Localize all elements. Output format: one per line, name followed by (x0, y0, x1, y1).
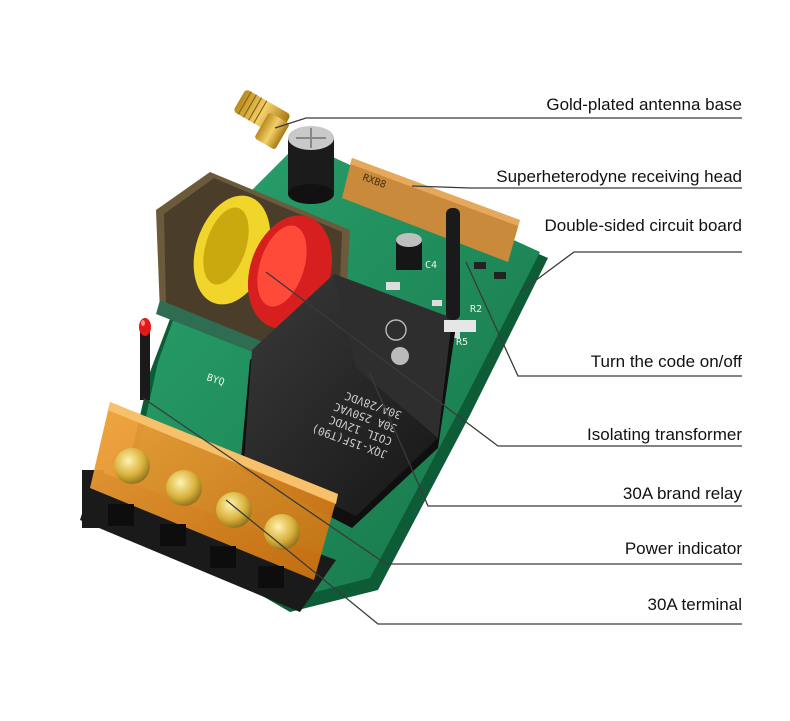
terminal-screw (216, 492, 252, 528)
leader-board (519, 251, 742, 293)
leader-transformer (265, 271, 742, 447)
label-indicator: Power indicator (625, 539, 743, 558)
label-terminal: 30A terminal (648, 595, 743, 614)
leader-terminal (225, 499, 742, 625)
board-mark: BYQ (205, 372, 226, 388)
res-mark-r2: R2 (470, 304, 482, 315)
terminal-slot (160, 524, 186, 546)
receiver-module: RXB8 (342, 158, 520, 262)
relay: JQX-15F(T90) COIL 12VDC 30A 250VAC 30A/2… (240, 274, 456, 528)
label-board: Double-sided circuit board (545, 216, 743, 235)
label-antenna: Gold-plated antenna base (546, 95, 742, 114)
leader-indicator (142, 397, 742, 565)
smd-part (494, 272, 506, 279)
relay-cert-icon (391, 347, 409, 365)
label-code: Turn the code on/off (591, 352, 742, 371)
callout-labels: Gold-plated antenna base Superheterodyne… (496, 95, 742, 614)
capacitor-large (288, 126, 334, 204)
leader-lines (142, 117, 742, 625)
label-transformer: Isolating transformer (587, 425, 742, 444)
leader-receiver (411, 185, 742, 189)
antenna-base (234, 90, 290, 149)
capacitor-small (396, 233, 422, 270)
terminal-slot (108, 504, 134, 526)
terminal-screw (264, 514, 300, 550)
terminal-slot (210, 546, 236, 568)
res-mark-r5: R5 (456, 337, 468, 348)
smd-part (450, 332, 460, 338)
label-receiver: Superheterodyne receiving head (496, 167, 742, 186)
cap-mark: C4 (425, 260, 437, 271)
power-indicator-led (139, 318, 151, 400)
terminal-screw (166, 470, 202, 506)
leader-relay (369, 373, 742, 507)
smd-part (432, 300, 442, 306)
smd-part (474, 262, 486, 269)
leader-code (465, 261, 742, 377)
label-relay: 30A brand relay (623, 484, 743, 503)
relay-ce-icon (385, 319, 407, 341)
code-button (444, 208, 476, 332)
terminal-slot (258, 566, 284, 588)
terminal-screws (114, 448, 300, 550)
terminal-screw (114, 448, 150, 484)
leader-antenna (274, 117, 742, 129)
smd-part (386, 282, 400, 290)
